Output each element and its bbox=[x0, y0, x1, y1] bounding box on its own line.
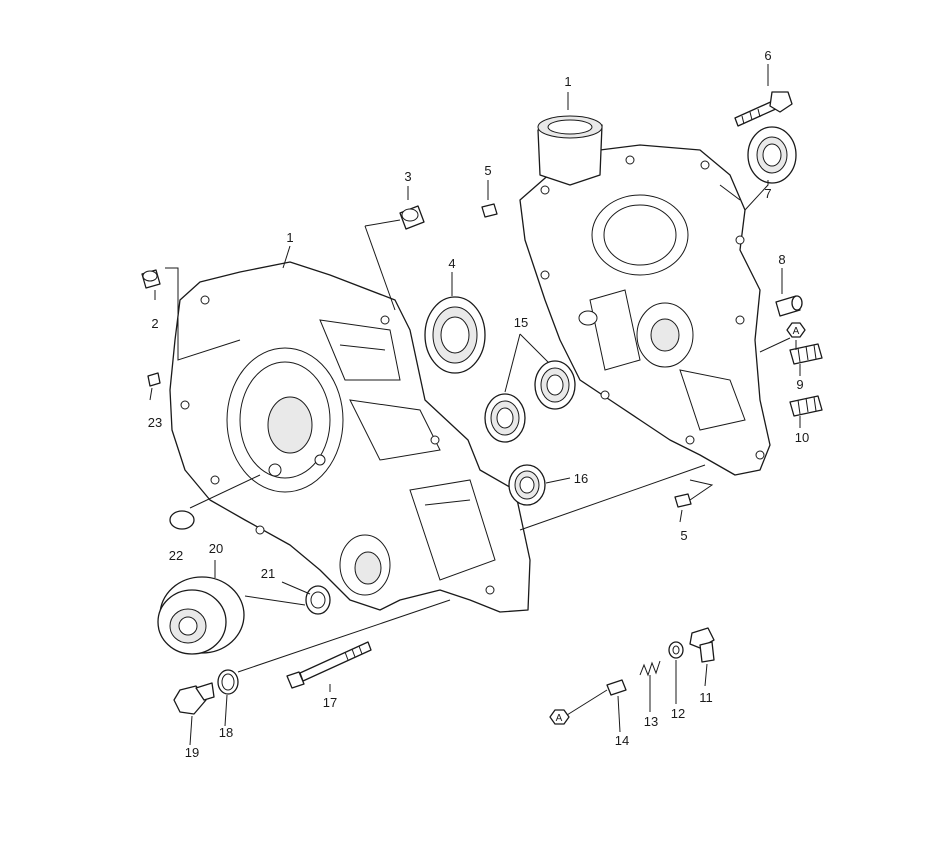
callout-20: 20 bbox=[209, 541, 223, 556]
callout-17: 17 bbox=[323, 695, 337, 710]
dowel-part-5-upper bbox=[481, 203, 498, 218]
callout-23: 23 bbox=[148, 415, 162, 430]
callout-15: 15 bbox=[514, 315, 528, 330]
callout-3: 3 bbox=[404, 169, 411, 184]
bolt-part-17 bbox=[286, 641, 372, 689]
bearing-part-16 bbox=[508, 464, 546, 506]
callout-22: 22 bbox=[169, 548, 183, 563]
bushing-part-3 bbox=[399, 205, 425, 230]
bushing-part-2 bbox=[141, 269, 161, 289]
callout-18: 18 bbox=[219, 725, 233, 740]
marker-label: A bbox=[556, 713, 563, 724]
leader-lines bbox=[149, 64, 801, 746]
callout-5: 5 bbox=[680, 528, 687, 543]
dowel-part-8 bbox=[775, 295, 803, 317]
callout-6: 6 bbox=[764, 48, 771, 63]
bearing-part-15b bbox=[534, 360, 576, 410]
callout-10: 10 bbox=[795, 430, 809, 445]
callout-2: 2 bbox=[151, 316, 158, 331]
pulley-part-20 bbox=[157, 576, 245, 655]
callout-1: 1 bbox=[286, 230, 293, 245]
oil-seal-part-21 bbox=[305, 585, 331, 615]
callout-4: 4 bbox=[448, 256, 455, 271]
washer-part-18 bbox=[217, 669, 239, 695]
pin-part-23 bbox=[147, 372, 161, 387]
callout-7: 7 bbox=[764, 186, 771, 201]
callout-14: 14 bbox=[615, 733, 629, 748]
marker-label: A bbox=[793, 326, 800, 337]
oil-seal-part-7 bbox=[747, 126, 797, 184]
callout-9: 9 bbox=[796, 377, 803, 392]
washer-part-12 bbox=[668, 641, 684, 659]
callout-12: 12 bbox=[671, 706, 685, 721]
dowel-part-5-lower bbox=[674, 493, 692, 508]
spring-part-13 bbox=[639, 660, 661, 677]
callout-1: 1 bbox=[564, 74, 571, 89]
callout-5: 5 bbox=[484, 163, 491, 178]
bearing-part-15a bbox=[484, 393, 526, 443]
callout-21: 21 bbox=[261, 566, 275, 581]
callout-16: 16 bbox=[574, 471, 588, 486]
left-crankcase-half bbox=[169, 261, 531, 613]
reference-marker-a-lower: A bbox=[549, 709, 570, 725]
callout-19: 19 bbox=[185, 745, 199, 760]
callout-8: 8 bbox=[778, 252, 785, 267]
callout-13: 13 bbox=[644, 714, 658, 729]
fitting-part-10 bbox=[789, 395, 823, 417]
right-crankcase-half bbox=[519, 115, 771, 476]
callout-labels: 1 1 2 3 4 5 5 6 7 8 9 10 11 12 13 14 15 … bbox=[148, 48, 809, 760]
drain-plug-part-19 bbox=[173, 682, 215, 715]
plug-part-11 bbox=[689, 627, 715, 663]
reference-marker-a-upper: A bbox=[786, 322, 806, 338]
bolt-part-6 bbox=[734, 91, 793, 127]
fitting-part-9 bbox=[789, 343, 823, 365]
bearing-part-4 bbox=[424, 296, 486, 374]
plug-part-22 bbox=[169, 510, 195, 530]
valve-part-14 bbox=[606, 679, 627, 696]
callout-11: 11 bbox=[699, 690, 713, 705]
